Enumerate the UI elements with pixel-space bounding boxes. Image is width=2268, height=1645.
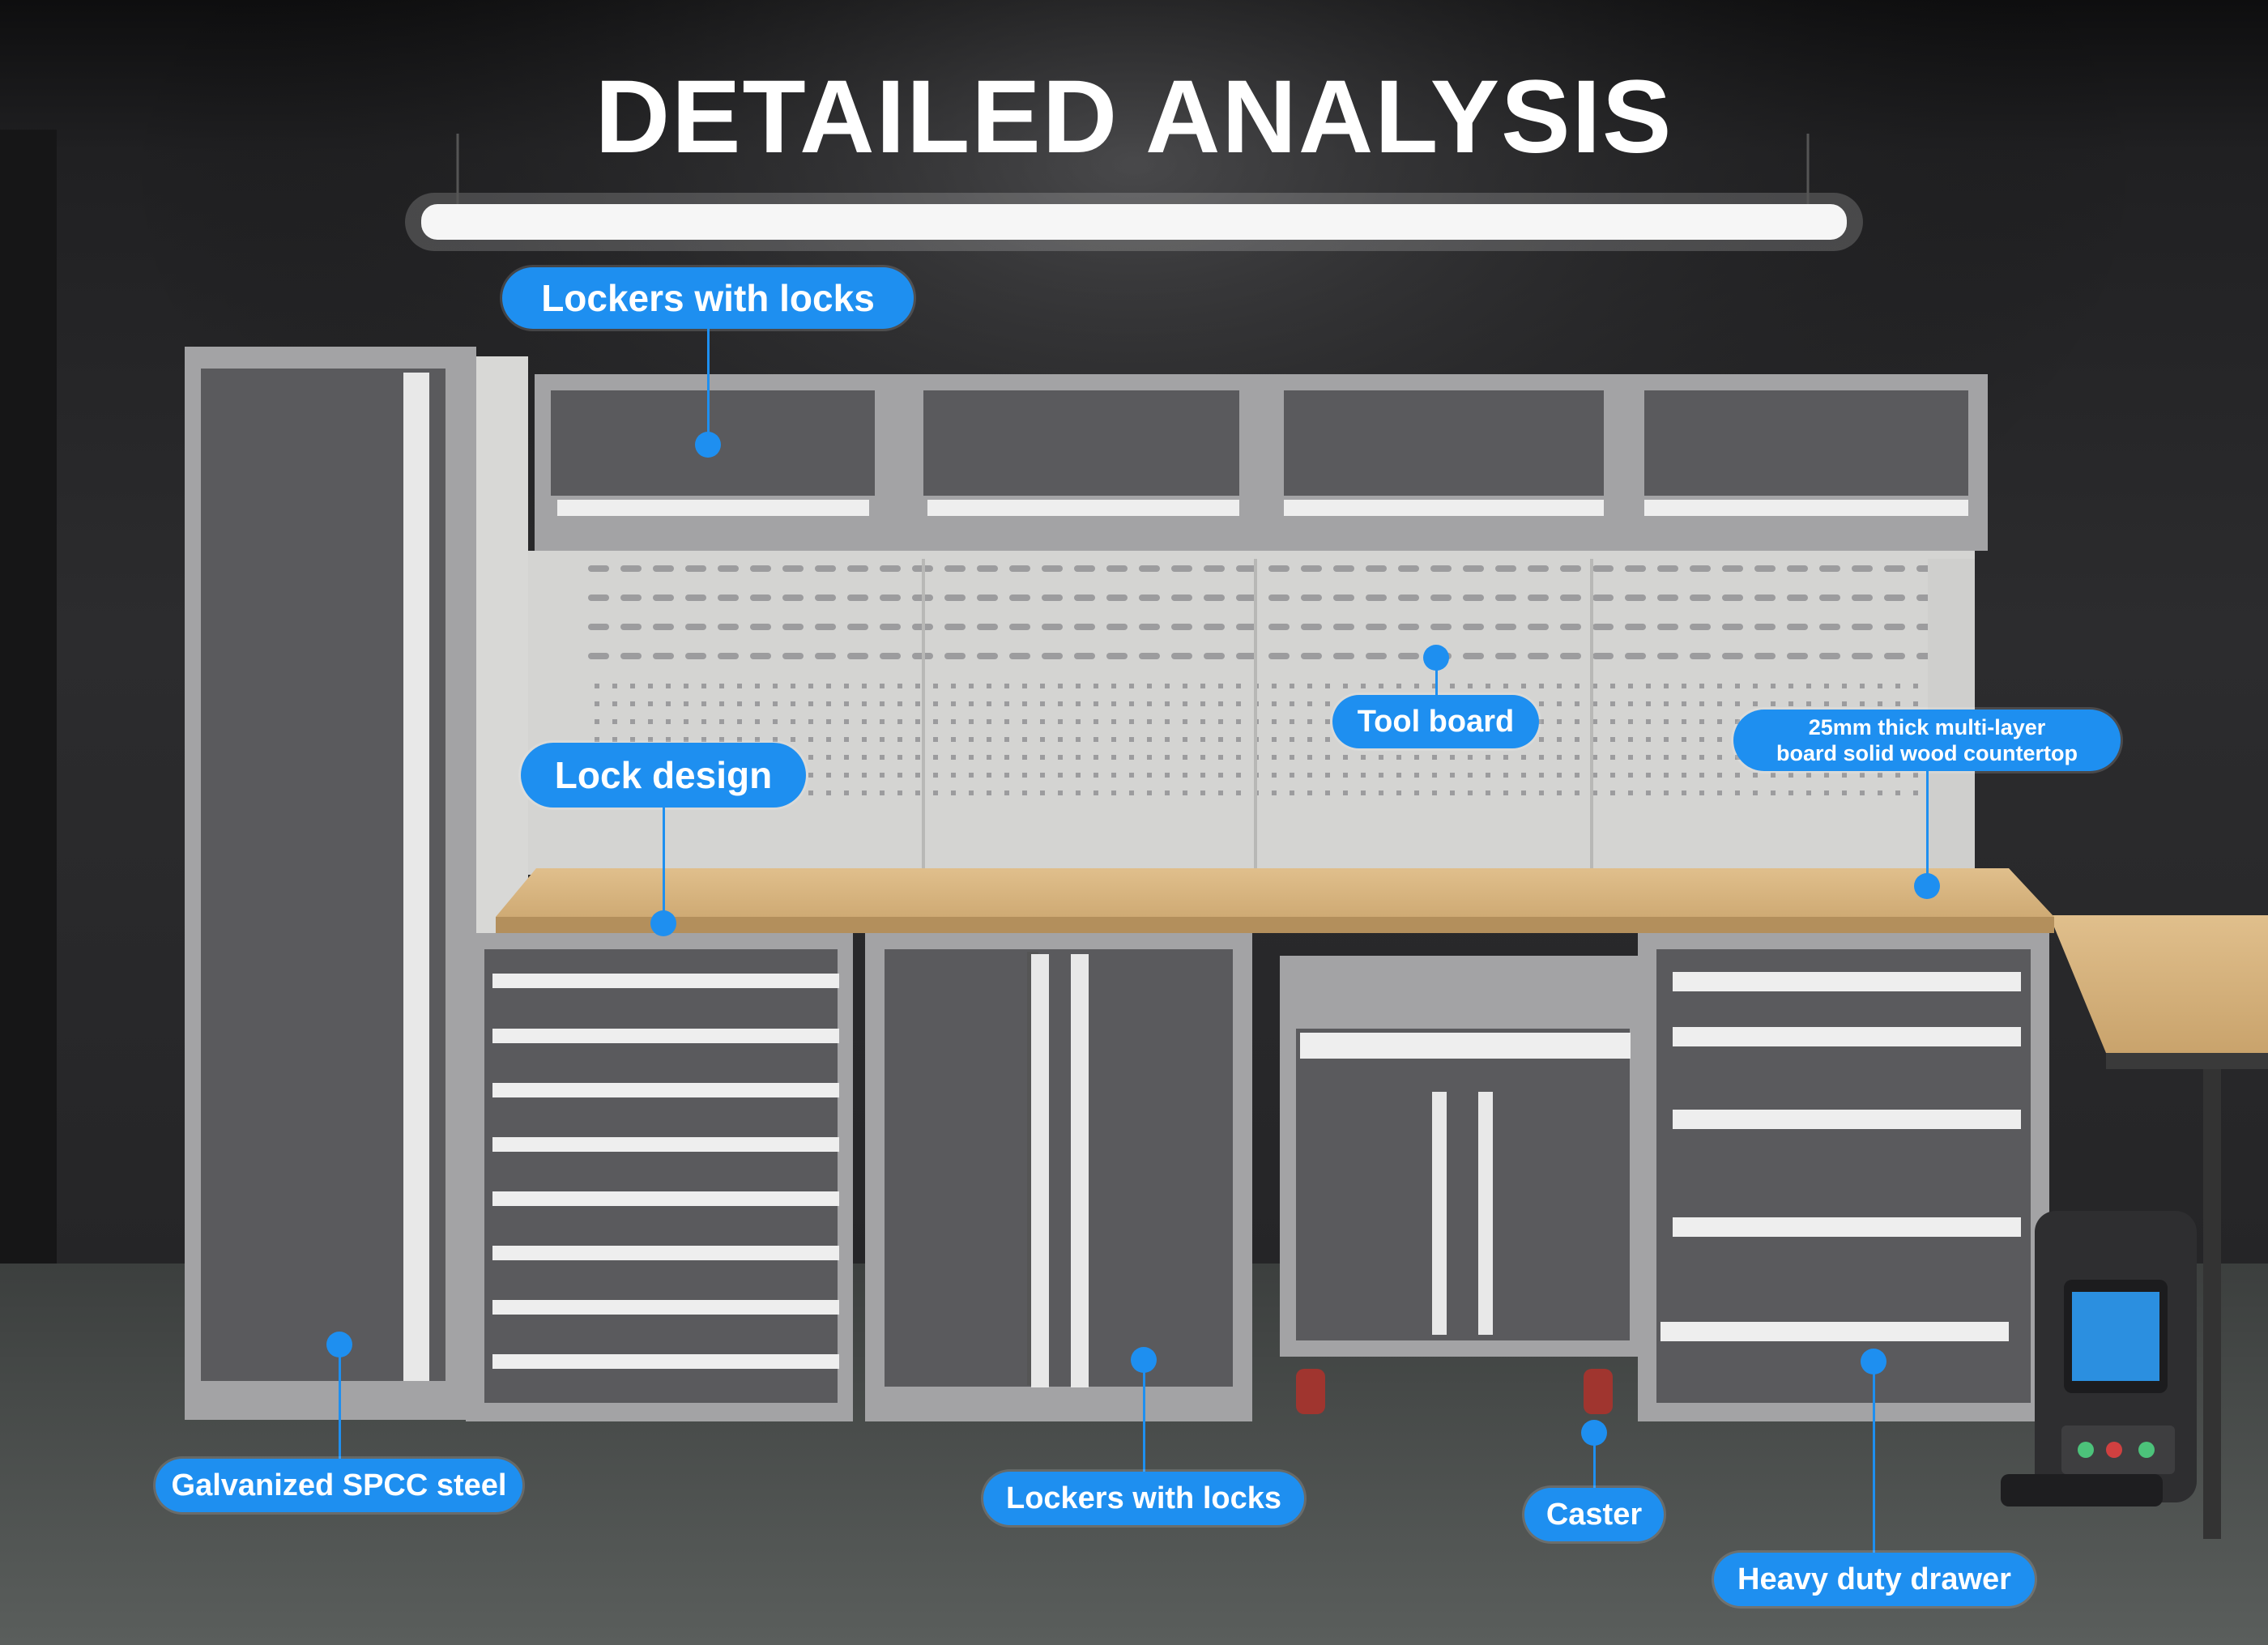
- leader-caster: [1593, 1433, 1596, 1491]
- leader-tool-board: [1435, 656, 1438, 695]
- page-title: DETAILED ANALYSIS: [595, 59, 1673, 175]
- callout-lock-design-label: Lock design: [554, 754, 773, 796]
- callout-caster-label: Caster: [1545, 1497, 1643, 1532]
- marker-lock-design: [650, 910, 676, 936]
- callout-lock-design: Lock design: [521, 743, 806, 808]
- welder-machine: [2001, 1211, 2197, 1506]
- leader-countertop: [1926, 771, 1929, 880]
- callout-caster: Caster: [1524, 1488, 1664, 1541]
- callout-lockers-bottom: Lockers with locks: [983, 1472, 1304, 1525]
- side-table-top: [2049, 915, 2268, 1053]
- callout-lockers-bottom-label: Lockers with locks: [1005, 1481, 1281, 1515]
- marker-countertop: [1914, 873, 1940, 899]
- leader-steel: [339, 1345, 341, 1463]
- callout-drawer-label: Heavy duty drawer: [1737, 1562, 2011, 1596]
- callout-drawer: Heavy duty drawer: [1714, 1553, 2035, 1606]
- leader-lockers-top: [707, 329, 710, 439]
- double-door-cabinet: [865, 933, 1252, 1421]
- leader-lock-design: [663, 808, 665, 913]
- callout-countertop-line1: 25mm thick multi-layer: [1808, 715, 2046, 739]
- marker-lockers-top: [695, 432, 721, 458]
- callout-countertop: 25mm thick multi-layer board solid wood …: [1733, 710, 2121, 771]
- callout-lockers-top: Lockers with locks: [502, 267, 914, 329]
- leader-lockers-bottom: [1143, 1360, 1145, 1475]
- leader-drawer: [1873, 1362, 1875, 1554]
- ceiling-light-glow: [405, 193, 1863, 251]
- ceiling-light: [421, 204, 1847, 240]
- callout-lockers-top-label: Lockers with locks: [541, 277, 875, 319]
- upper-cabinets: [535, 374, 1988, 551]
- callout-tool-board: Tool board: [1332, 695, 1539, 748]
- drawer-cabinet-left: [466, 933, 853, 1421]
- mobile-cart: [1280, 956, 1646, 1414]
- callout-countertop-line2: board solid wood countertop: [1776, 741, 2078, 765]
- marker-tool-board: [1423, 645, 1449, 671]
- callout-steel: Galvanized SPCC steel: [156, 1459, 522, 1512]
- drawer-cabinet-right: [1638, 933, 2049, 1421]
- callout-tool-board-label: Tool board: [1357, 704, 1515, 739]
- callout-steel-label: Galvanized SPCC steel: [171, 1468, 507, 1502]
- tool-board: [528, 551, 1975, 875]
